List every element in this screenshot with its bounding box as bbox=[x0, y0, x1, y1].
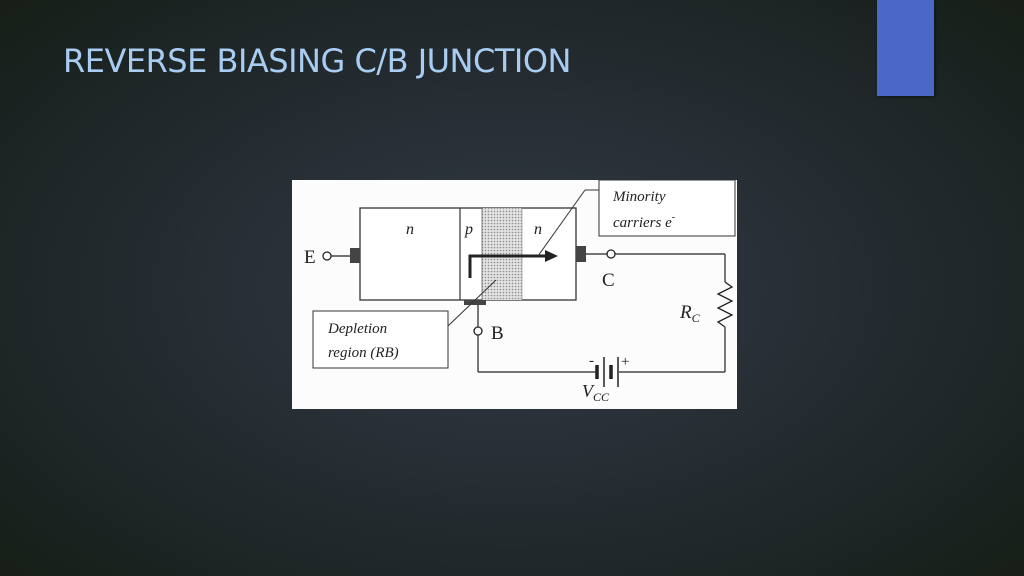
minority-carrier-arrowhead bbox=[545, 250, 558, 262]
label-vcc: VCC bbox=[582, 381, 610, 404]
callout-depletion-leader bbox=[447, 279, 497, 327]
base-contact bbox=[464, 300, 486, 305]
callout-minority-line1: Minority bbox=[612, 189, 666, 205]
battery-vcc bbox=[595, 357, 619, 387]
transistor-diagram: n p n E C RC B bbox=[292, 180, 737, 409]
label-base-p: p bbox=[464, 221, 473, 238]
callout-minority-line2: carriers e- bbox=[613, 212, 675, 231]
accent-bar bbox=[877, 0, 934, 96]
depletion-region bbox=[482, 208, 522, 300]
emitter-terminal bbox=[322, 251, 332, 261]
label-emitter-n: n bbox=[406, 221, 414, 238]
resistor-rc bbox=[716, 281, 734, 328]
slide-title: REVERSE BIASING C/B JUNCTION bbox=[63, 42, 571, 80]
diagram-svg: n p n E C RC B bbox=[304, 180, 736, 404]
collector-contact bbox=[576, 246, 586, 262]
collector-terminal bbox=[606, 249, 616, 259]
label-b: B bbox=[491, 323, 504, 344]
callout-minority-leader-b bbox=[537, 189, 586, 257]
minority-carrier-path bbox=[468, 254, 547, 278]
label-e: E bbox=[304, 247, 316, 268]
label-collector-n: n bbox=[534, 221, 542, 238]
base-terminal bbox=[473, 326, 483, 336]
battery-minus: - bbox=[589, 353, 594, 369]
callout-depletion-box bbox=[312, 310, 449, 369]
emitter-contact bbox=[350, 248, 360, 263]
label-c: C bbox=[602, 270, 615, 291]
callout-depletion-line2: region (RB) bbox=[328, 345, 399, 361]
battery-plus: + bbox=[621, 354, 629, 370]
callout-minority-box bbox=[598, 180, 736, 237]
callout-depletion-line1: Depletion bbox=[327, 321, 387, 337]
label-rc: RC bbox=[679, 302, 701, 325]
